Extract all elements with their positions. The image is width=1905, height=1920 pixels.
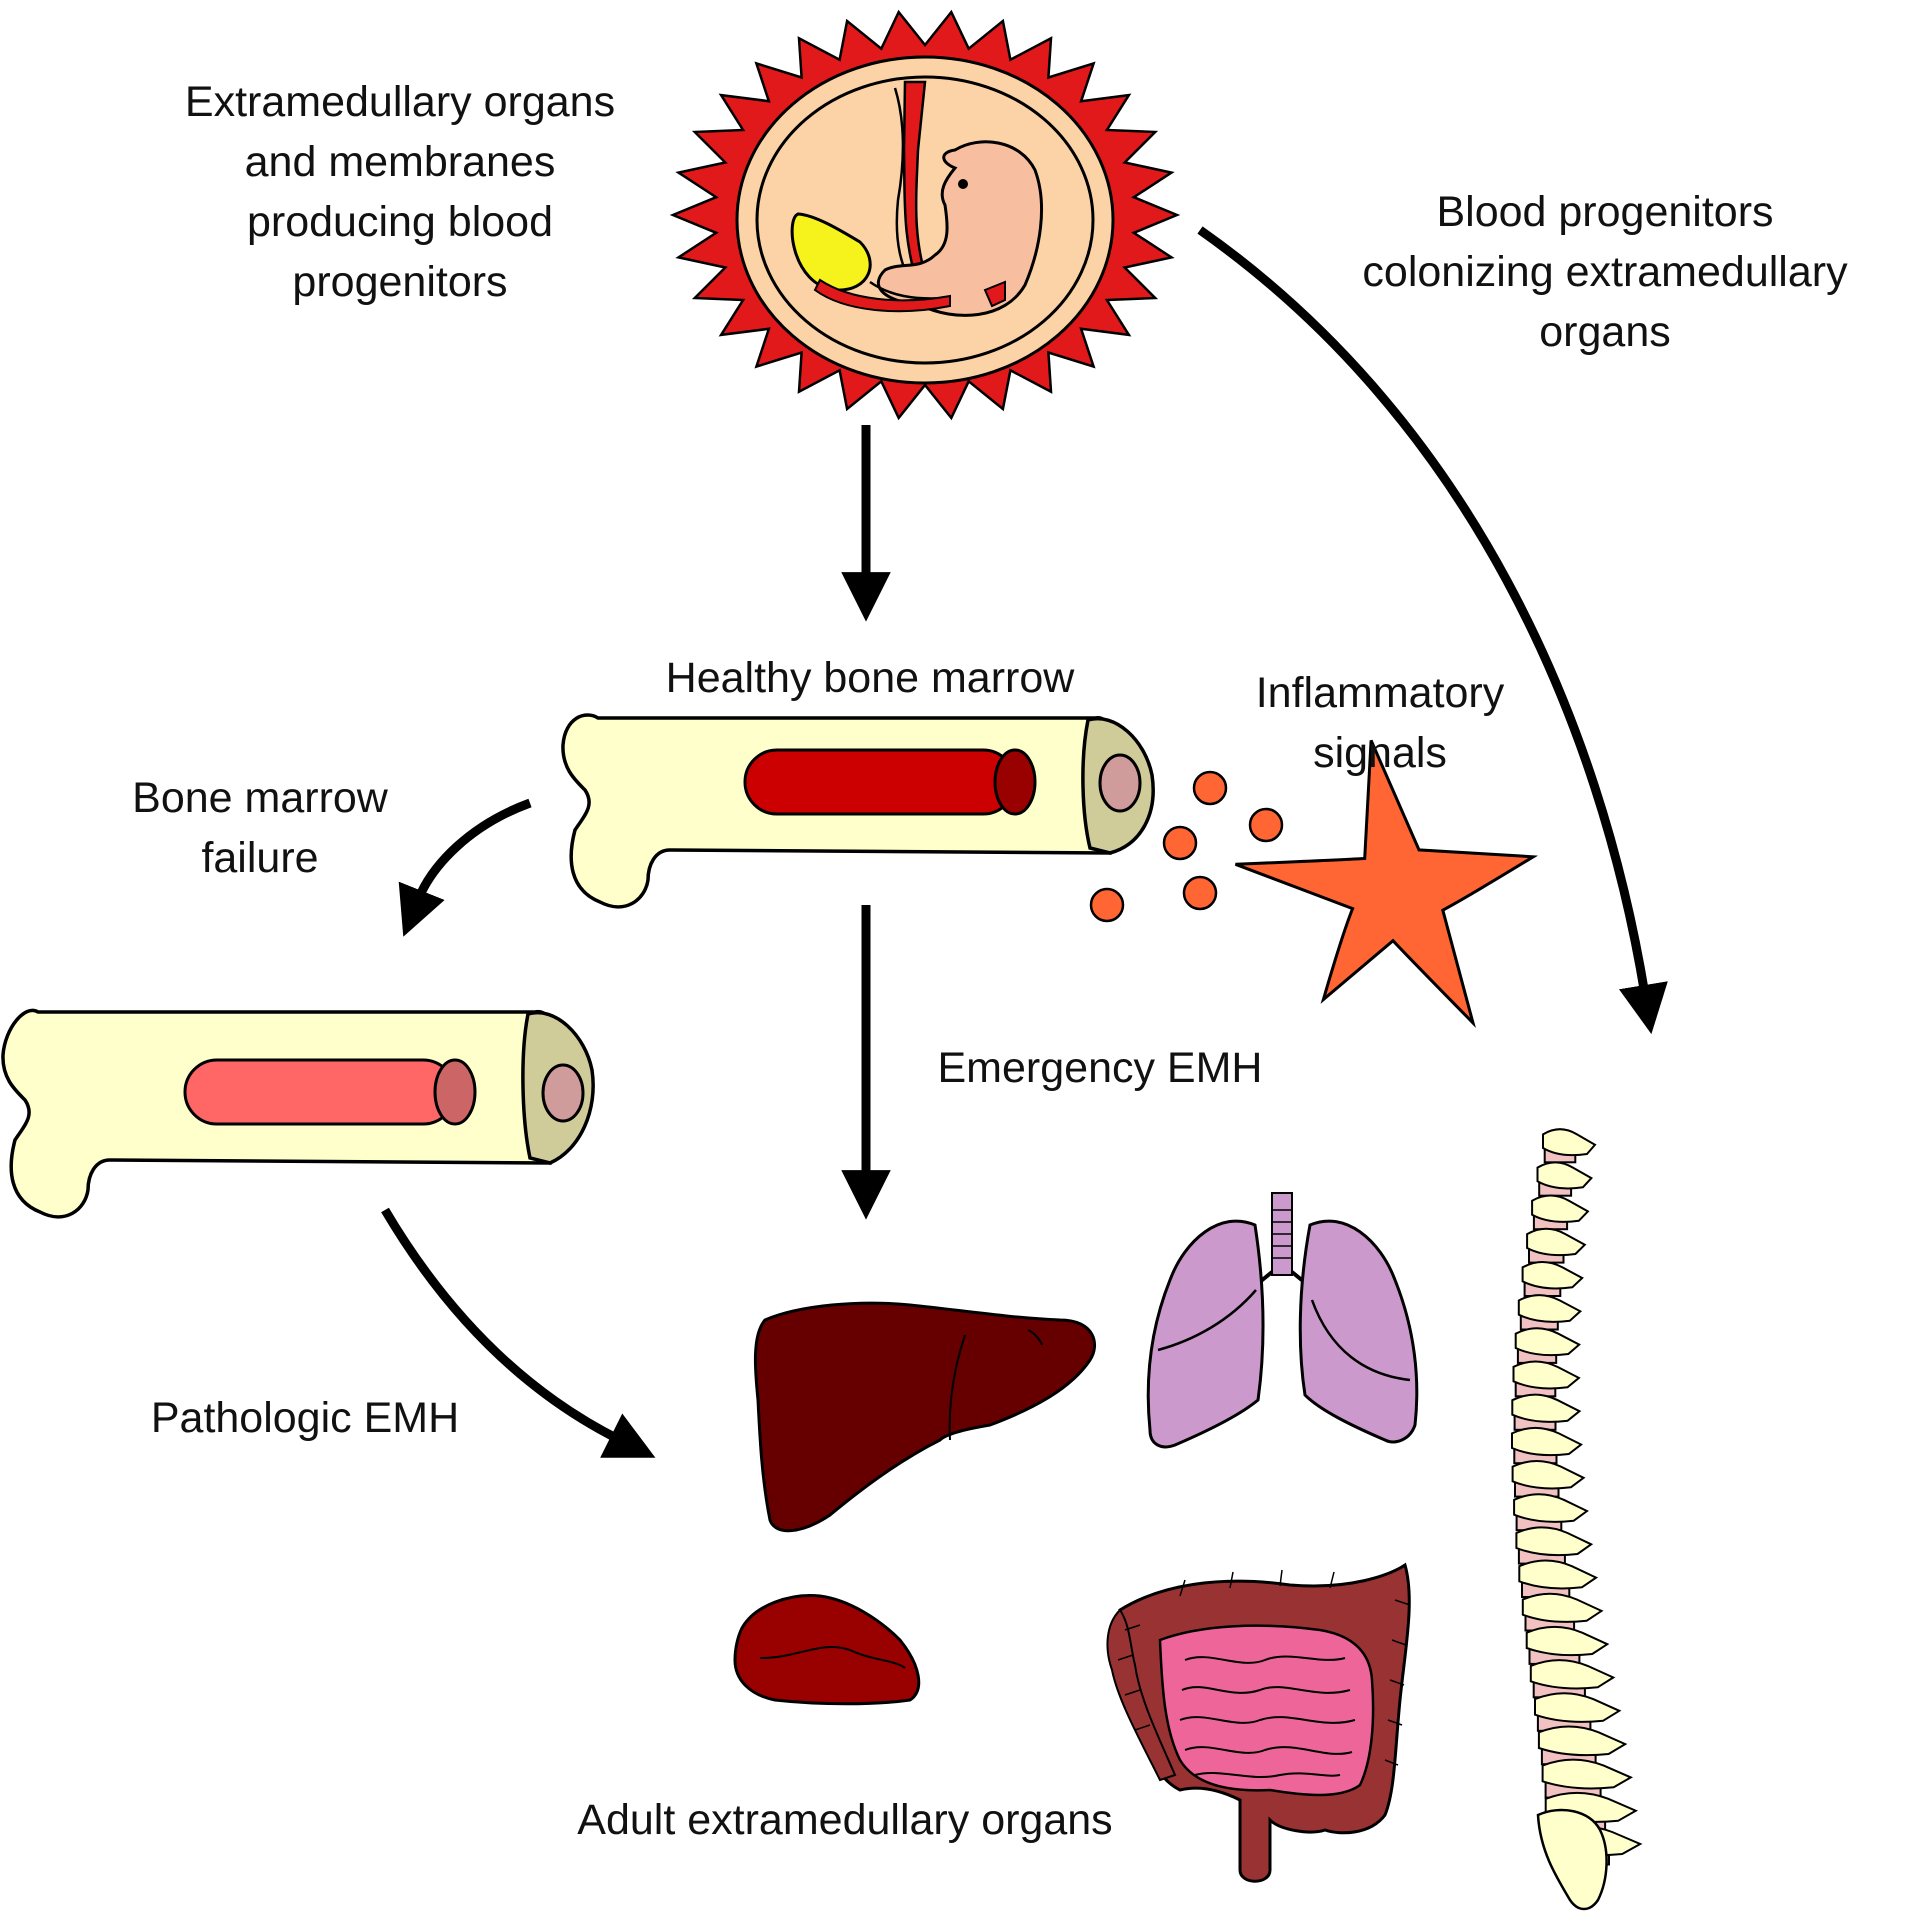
vertebra (1518, 1559, 1599, 1590)
failing-bone-icon (1, 1008, 595, 1219)
vertebra (1515, 1526, 1594, 1557)
bone-marrow-failure-label: Bone marrow failure (132, 774, 388, 882)
healthy-bone-icon (561, 713, 1155, 909)
spine-icon (1511, 1128, 1643, 1911)
healthy-marrow-cylinder (743, 748, 1017, 816)
vertebra (1526, 1227, 1587, 1257)
liver-icon (753, 1301, 1096, 1533)
vertebra (1521, 1592, 1604, 1623)
vertebra (1542, 1128, 1597, 1157)
sacrum (1536, 1808, 1608, 1911)
inflammatory-signal-dots (1089, 770, 1284, 923)
embryo-heart (983, 280, 1006, 308)
vertebra (1521, 1260, 1584, 1290)
vertebra (1512, 1360, 1581, 1390)
embryo-body (877, 140, 1044, 317)
embryo-icon (669, 9, 1181, 421)
embryo-eye (958, 179, 968, 189)
vertebra (1529, 1659, 1616, 1690)
flow-arrows (381, 226, 1668, 1458)
intestine-icon (1106, 1562, 1411, 1883)
arrow-progenitors-to-spine (1197, 226, 1668, 1035)
adult-organs-label: Adult extramedullary organs (577, 1796, 1113, 1844)
vertebra (1511, 1426, 1583, 1457)
vertebra (1536, 1161, 1593, 1190)
healthy-bone-marrow-label: Healthy bone marrow (665, 654, 1075, 702)
vertebra (1513, 1493, 1589, 1523)
arrow-bone-marrow-failure (398, 798, 532, 937)
vertebra (1511, 1393, 1582, 1423)
emergency-emh-label: Emergency EMH (937, 1044, 1263, 1092)
vertebra (1541, 1758, 1634, 1790)
vertebra (1534, 1692, 1622, 1723)
vertebra (1517, 1294, 1583, 1323)
pathologic-emh-label: Pathologic EMH (150, 1394, 460, 1442)
vertebra (1514, 1327, 1581, 1357)
vertebra (1531, 1194, 1590, 1223)
starfish-pathogen-icon (1234, 739, 1539, 1029)
blood-progenitors-label: Blood progenitors colonizing extramedull… (1362, 188, 1848, 356)
lungs-icon (1146, 1192, 1419, 1449)
yolk-sac (790, 212, 872, 292)
bone-cut-marrow (1098, 753, 1142, 813)
vertebra (1511, 1460, 1586, 1490)
embryo-membranes-label: Extramedullary organs and membranes prod… (184, 78, 616, 306)
arrow-pathologic-emh (381, 1207, 656, 1458)
vertebra (1525, 1625, 1610, 1657)
vertebra (1537, 1725, 1628, 1757)
failing-marrow-cylinder (183, 1058, 457, 1126)
inflammatory-signals-label: Inflammatory signals (1255, 669, 1505, 777)
spleen-icon (733, 1594, 921, 1706)
